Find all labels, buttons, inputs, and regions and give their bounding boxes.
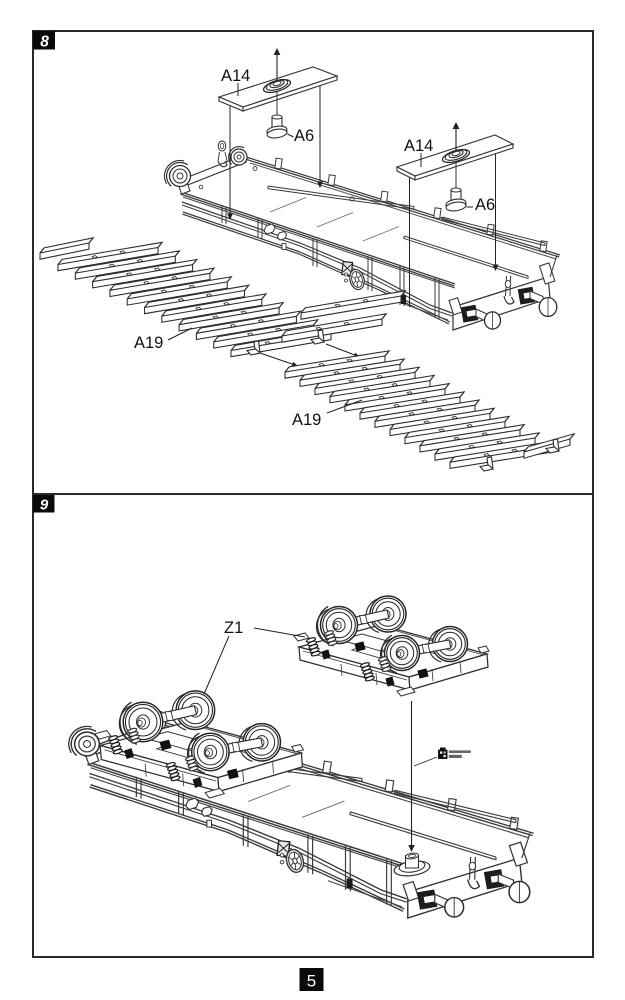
svg-text:A14: A14 xyxy=(221,67,250,85)
svg-text:5: 5 xyxy=(307,972,316,991)
svg-text:A14: A14 xyxy=(404,137,433,155)
svg-text:A19: A19 xyxy=(134,334,163,352)
svg-text:8: 8 xyxy=(40,34,49,51)
svg-text:A6: A6 xyxy=(294,127,314,145)
svg-text:A19: A19 xyxy=(292,411,321,429)
svg-text:Z1: Z1 xyxy=(224,619,243,637)
svg-text:A6: A6 xyxy=(475,196,495,214)
svg-text:9: 9 xyxy=(40,497,49,514)
